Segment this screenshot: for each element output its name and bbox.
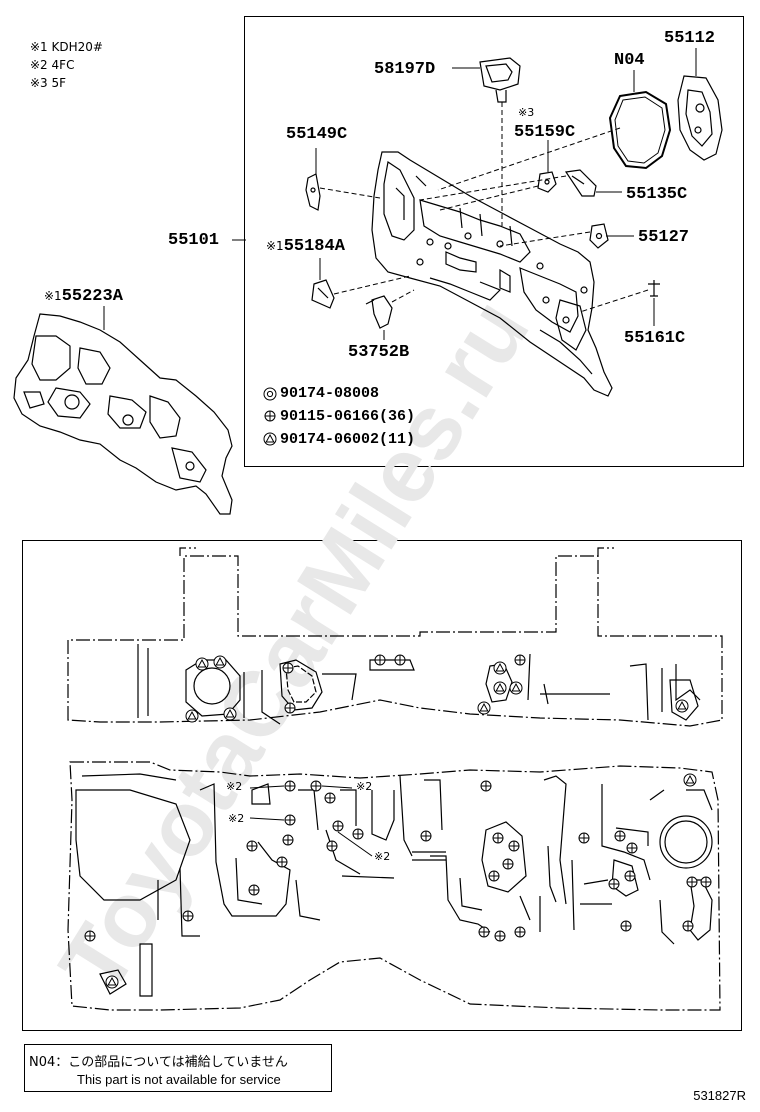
part-label-55101: 55101 — [168, 231, 220, 250]
part-53752B-shape — [365, 295, 393, 329]
part-label-55223A: ※155223A — [44, 287, 123, 306]
exploded-view-frame — [244, 16, 744, 467]
seal-N04-shape — [608, 90, 672, 170]
part-label-53752B: 53752B — [348, 343, 410, 362]
part-label-55184A: ※155184A — [266, 237, 345, 256]
layout-upper-holes — [137, 644, 701, 725]
part-55149C-shape — [305, 173, 321, 211]
legend-row-2: ⊕90115-06166(36) — [280, 408, 416, 425]
part-label-55149C: 55149C — [286, 125, 348, 144]
layout-mark-2: ※2 — [356, 780, 373, 793]
part-label-N04: N04 — [614, 51, 645, 70]
note-mark-55159C: ※3 — [518, 106, 535, 119]
footnote-line-jp: N04：この部品については補給していません — [29, 1055, 288, 1070]
part-55135C-shape — [564, 169, 597, 197]
part-label-58197D: 58197D — [374, 60, 436, 79]
part-55112-shape — [677, 75, 723, 161]
part-label-55112: 55112 — [664, 29, 716, 48]
note-3: ※3 5F — [30, 76, 67, 90]
dash-silencer-55223A — [13, 313, 233, 515]
part-55161C-shape — [648, 280, 660, 297]
applicability-notes: ※1 KDH20# ※2 4FC ※3 5F — [30, 38, 103, 92]
drawing-code: 531827R — [693, 1088, 746, 1103]
layout-lower-holes — [75, 773, 713, 997]
part-label-55161C: 55161C — [624, 329, 686, 348]
footnote-line-en: This part is not available for service — [77, 1072, 281, 1087]
part-55159C-shape — [537, 171, 557, 193]
dash-panel-55101 — [371, 151, 613, 397]
part-label-55135C: 55135C — [626, 185, 688, 204]
bracket-58197D-shape — [479, 57, 521, 103]
part-55184A-shape — [311, 279, 335, 309]
layout-upper-panel — [67, 547, 723, 727]
legend-icons — [263, 387, 277, 446]
part-55127-shape — [589, 223, 609, 249]
layout-mark-4: ※2 — [374, 850, 391, 863]
note-1: ※1 KDH20# — [30, 40, 103, 54]
layout-view-frame — [22, 540, 742, 1031]
layout-mark-1: ※2 — [226, 780, 243, 793]
part-label-55127: 55127 — [638, 228, 690, 247]
availability-footnote: N04：この部品については補給していません This part is not a… — [24, 1044, 332, 1092]
layout-mark-3: ※2 — [228, 812, 245, 825]
layout-lower-panel — [67, 761, 721, 1011]
note-2: ※2 4FC — [30, 58, 75, 72]
legend-row-3: ⊛90174-06002(11) — [280, 431, 416, 448]
legend-row-1: ◎90174-08008 — [280, 385, 380, 402]
part-label-55159C: 55159C — [514, 123, 576, 142]
